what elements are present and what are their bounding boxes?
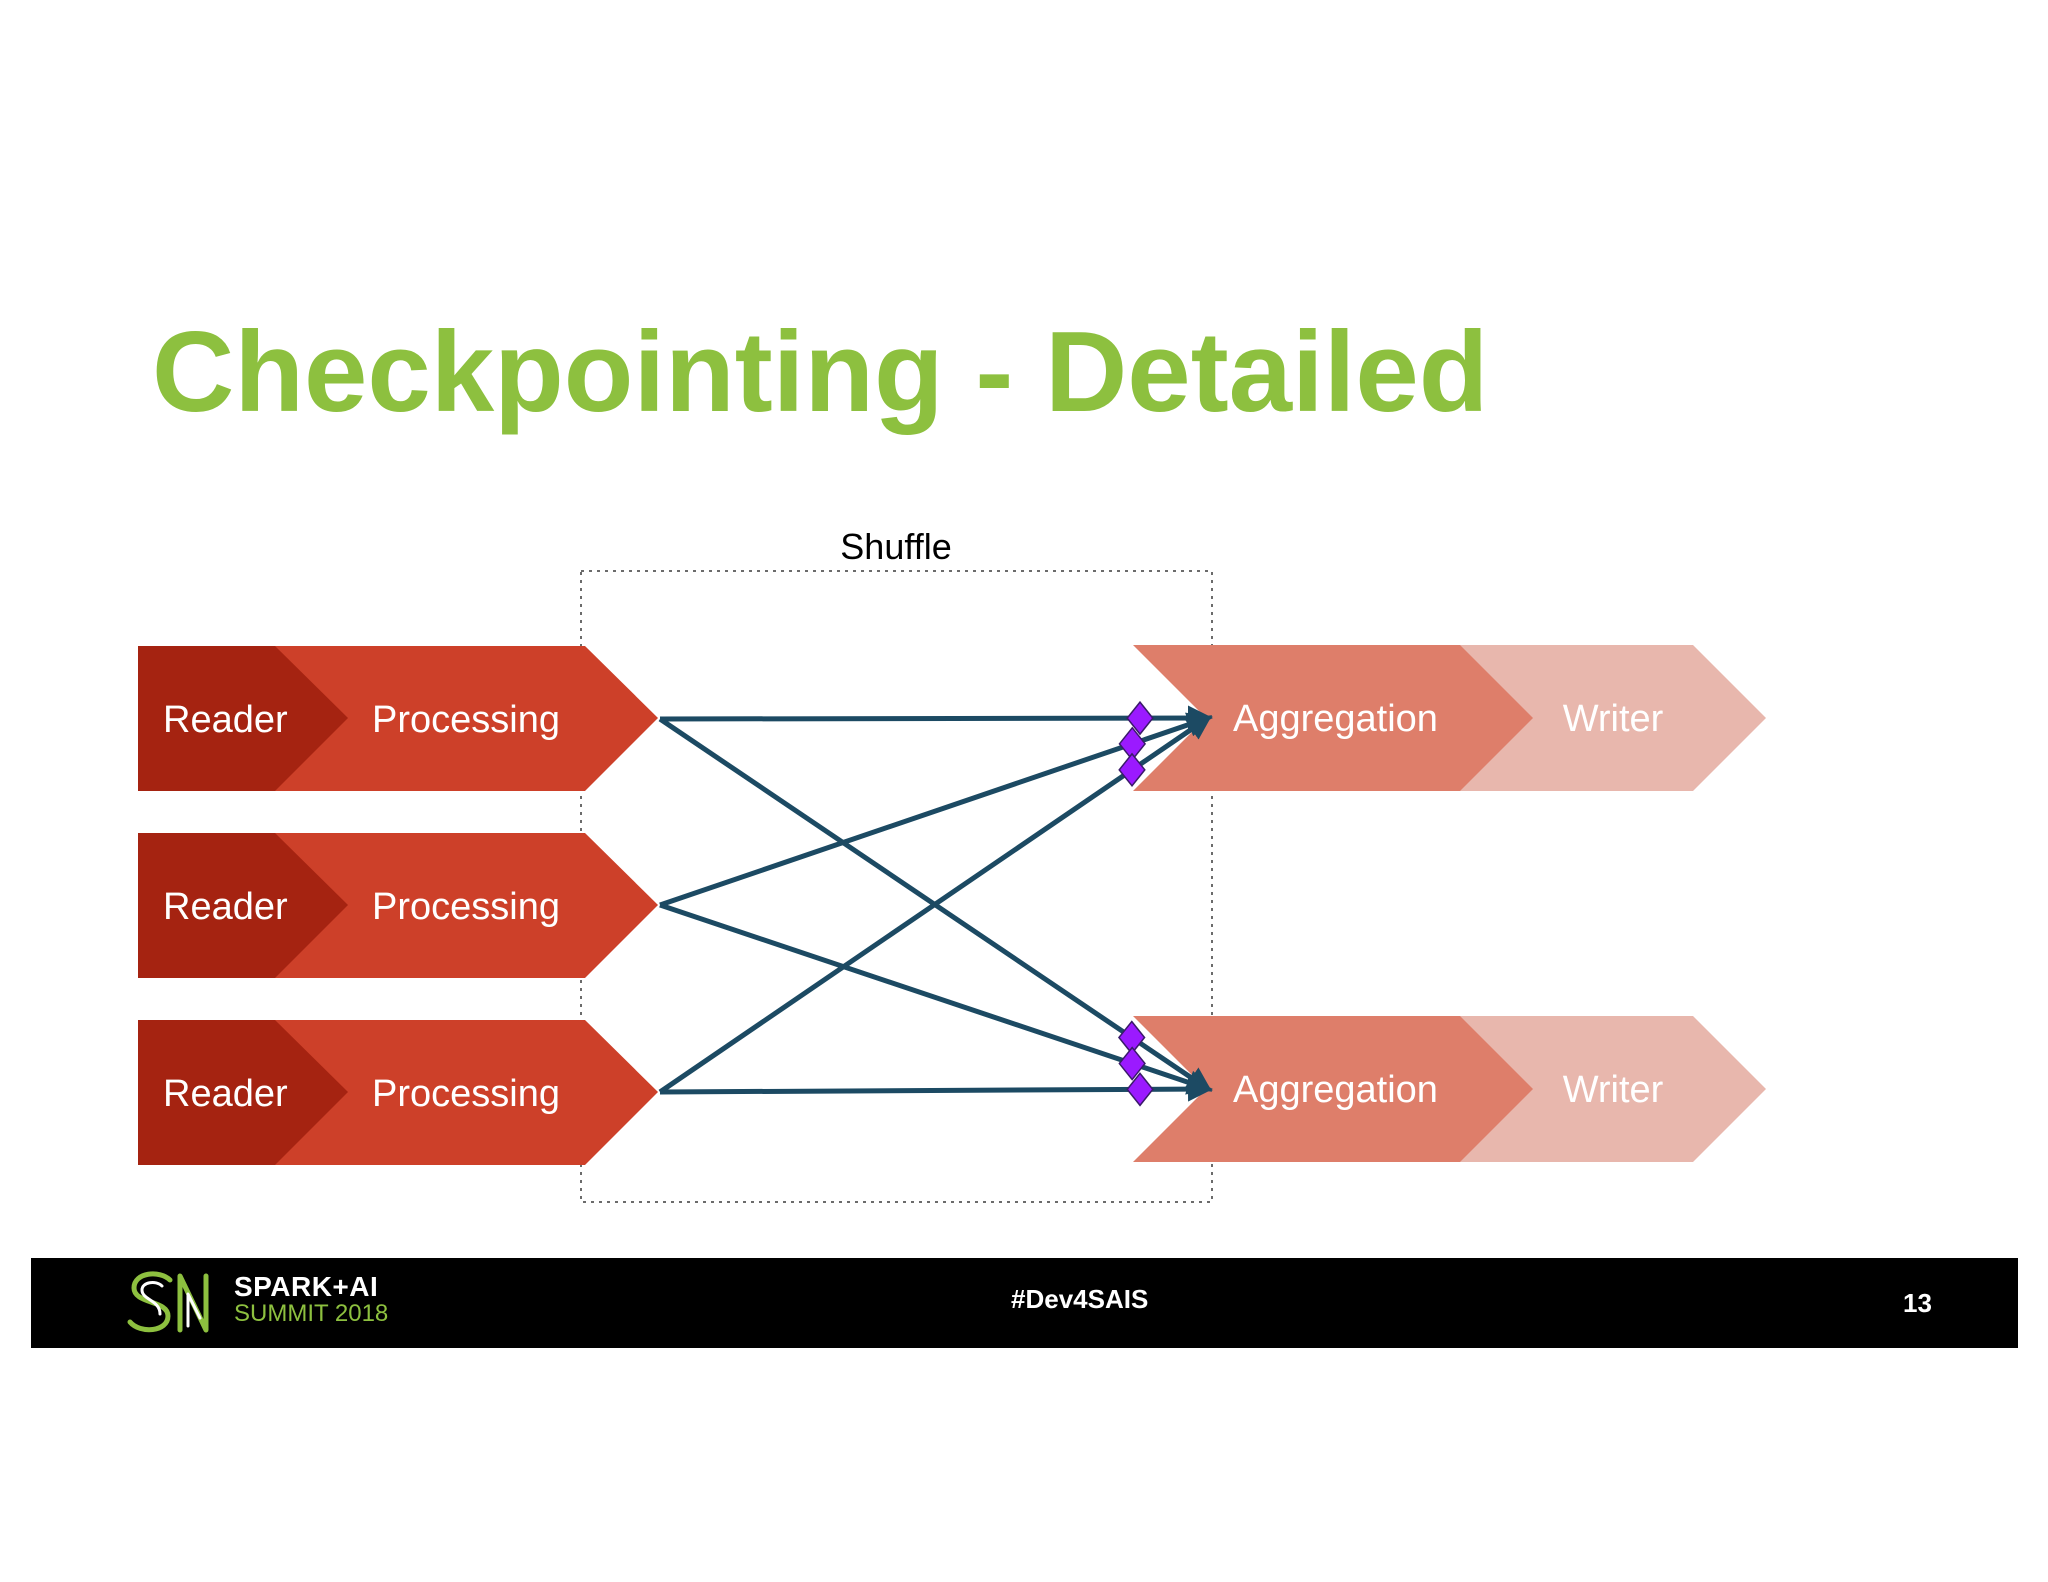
reader-pipeline: Reader Processing bbox=[138, 646, 658, 791]
writer-label: Writer bbox=[1563, 698, 1664, 740]
checkpoint-marker bbox=[1118, 752, 1146, 788]
reader-label: Reader bbox=[163, 699, 288, 741]
shuffle-arrow bbox=[659, 902, 1213, 1095]
logo-wordmark-bottom: SUMMIT 2018 bbox=[234, 1300, 389, 1327]
processing-chevron bbox=[270, 646, 658, 791]
aggregation-chevron bbox=[1133, 645, 1533, 791]
writer-chevron bbox=[1455, 645, 1766, 791]
shuffle-diagram: Shuffle Reader Processing Reader Process… bbox=[138, 526, 1766, 1203]
aggregation-chevron bbox=[1133, 1016, 1533, 1162]
page-number: 13 bbox=[1903, 1288, 1932, 1318]
logo-wordmark-top: SPARK+AI bbox=[234, 1271, 379, 1302]
aggregation-label: Aggregation bbox=[1233, 1069, 1438, 1111]
checkpoint-marker bbox=[1126, 1072, 1154, 1107]
writer-label: Writer bbox=[1563, 1069, 1664, 1111]
reader-chevron bbox=[138, 833, 348, 978]
shuffle-arrow bbox=[659, 705, 1213, 731]
aggregation-pipeline: Aggregation Writer bbox=[1133, 645, 1766, 791]
slide-title: Checkpointing - Detailed bbox=[152, 309, 1489, 436]
reader-pipeline: Reader Processing bbox=[138, 1020, 658, 1165]
aggregation-label: Aggregation bbox=[1233, 698, 1438, 740]
aggregation-pipeline: Aggregation Writer bbox=[1133, 1016, 1766, 1162]
processing-chevron bbox=[270, 1020, 658, 1165]
shuffle-arrow bbox=[659, 712, 1213, 908]
shuffle-arrow bbox=[658, 715, 1213, 1095]
checkpoint-marker bbox=[1126, 700, 1154, 736]
reader-chevron bbox=[138, 646, 348, 791]
processing-chevron bbox=[270, 833, 658, 978]
checkpoint-markers bbox=[1117, 700, 1154, 1107]
shuffle-arrow bbox=[659, 1076, 1213, 1102]
reader-chevron bbox=[138, 1020, 348, 1165]
spark-ai-logo-icon bbox=[127, 1271, 209, 1333]
footer-bar: SPARK+AI SUMMIT 2018 #Dev4SAIS 13 bbox=[31, 1258, 2018, 1348]
shuffle-arrows bbox=[658, 705, 1213, 1102]
reader-label: Reader bbox=[163, 886, 288, 928]
processing-label: Processing bbox=[372, 1073, 560, 1115]
reader-pipeline: Reader Processing bbox=[138, 833, 658, 978]
shuffle-boundary bbox=[580, 570, 1213, 1203]
processing-label: Processing bbox=[372, 886, 560, 928]
shuffle-label: Shuffle bbox=[840, 526, 951, 567]
reader-label: Reader bbox=[163, 1073, 288, 1115]
event-hashtag: #Dev4SAIS bbox=[1011, 1284, 1149, 1314]
checkpoint-marker bbox=[1118, 1046, 1146, 1081]
processing-label: Processing bbox=[372, 699, 560, 741]
writer-chevron bbox=[1455, 1016, 1766, 1162]
